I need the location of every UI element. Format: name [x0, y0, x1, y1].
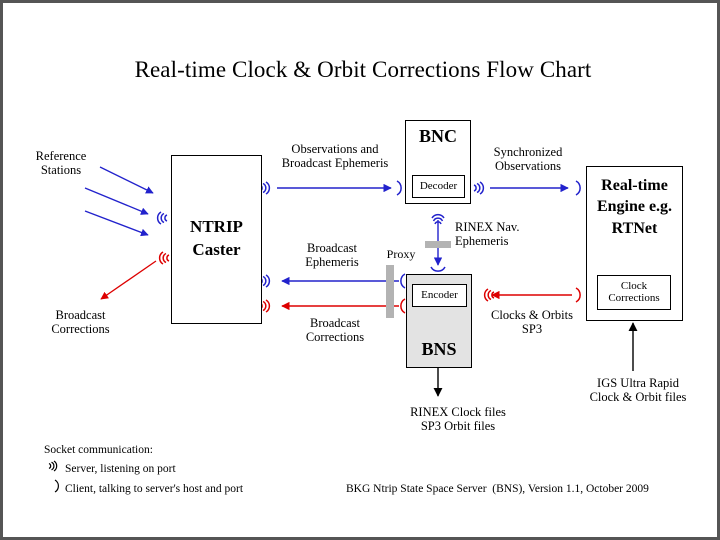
arrow-broadcast-corrections-left — [100, 260, 157, 300]
legend-server-icon — [48, 460, 58, 472]
proxy-bar-vertical — [386, 265, 394, 318]
encoder-box[interactable]: Encoder — [412, 284, 467, 307]
page-title: Real-time Clock & Orbit Corrections Flow… — [134, 57, 592, 82]
socket-client-icon-bns-left-red — [400, 298, 406, 314]
label-observations-and-broadcast-ephemeris: Observations and Broadcast Ephemeris — [281, 142, 389, 170]
clock-corrections-box[interactable]: Clock Corrections — [597, 275, 671, 310]
socket-client-icon-bnc-left — [396, 180, 402, 196]
socket-server-icon-bns-right — [483, 288, 495, 302]
ntrip-caster-label: NTRIP Caster — [190, 217, 243, 259]
label-broadcast-corrections-mid: Broadcast Corrections — [305, 316, 365, 344]
socket-client-icon-engine-top — [575, 180, 581, 196]
socket-client-icon-rinex-nav — [430, 266, 446, 272]
socket-server-icon-caster-left-blue — [156, 211, 168, 225]
decoder-box[interactable]: Decoder — [412, 175, 465, 198]
socket-server-icon-rinex-nav — [431, 213, 445, 225]
arrow-reference-stations-1 — [99, 166, 154, 194]
arrow-reference-stations-2 — [84, 187, 149, 215]
arrow-reference-stations-3 — [84, 210, 149, 237]
label-clocks-orbits-sp3: Clocks & Orbits SP3 — [491, 308, 573, 336]
bnc-label: BNC — [418, 126, 457, 146]
label-proxy: Proxy — [386, 247, 416, 261]
label-broadcast-ephemeris: Broadcast Ephemeris — [305, 241, 359, 269]
label-igs-ultra-rapid: IGS Ultra Rapid Clock & Orbit files — [589, 376, 687, 404]
label-rinex-clock-sp3-files: RINEX Clock files SP3 Orbit files — [410, 405, 506, 433]
legend-heading: Socket communication: — [44, 444, 153, 456]
socket-server-icon-caster-left-red — [158, 251, 170, 265]
proxy-bar-horizontal — [425, 241, 451, 248]
legend-server-label: Server, listening on port — [65, 463, 176, 475]
legend-client-label: Client, talking to server's host and por… — [65, 483, 244, 495]
bns-label: BNS — [421, 339, 457, 359]
label-rinex-nav-ephemeris: RINEX Nav. Ephemeris — [455, 220, 520, 248]
label-synchronized-observations: Synchronized Observations — [493, 145, 563, 173]
ntrip-caster-box[interactable]: NTRIP Caster — [171, 155, 262, 324]
socket-client-icon-engine-bottom — [575, 287, 581, 303]
label-reference-stations: Reference Stations — [35, 149, 87, 177]
realtime-engine-label: Real-time Engine e.g. RTNet — [596, 177, 673, 237]
socket-client-icon-bns-left-blue — [400, 273, 406, 289]
socket-server-icon-bnc-right — [473, 181, 485, 195]
footer-note: BKG Ntrip State Space Server (BNS), Vers… — [346, 483, 649, 495]
legend-client-icon — [54, 479, 59, 493]
label-broadcast-corrections-left: Broadcast Corrections — [51, 308, 110, 336]
